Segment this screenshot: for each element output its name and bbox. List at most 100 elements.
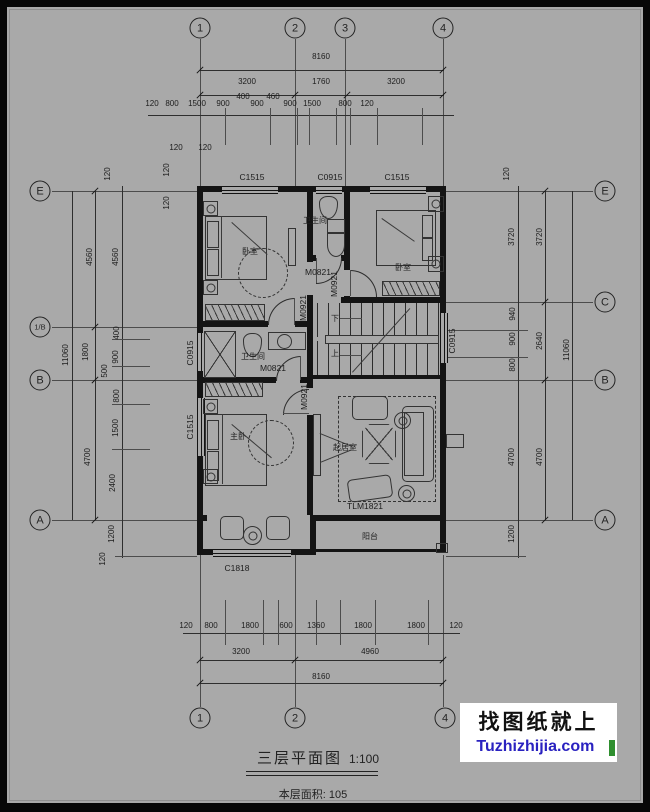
dimension-label: 120 bbox=[98, 552, 107, 566]
dimension-label: 4560 bbox=[111, 248, 120, 266]
dimension-label: 900 bbox=[283, 99, 297, 108]
shower bbox=[204, 331, 236, 378]
toilet bbox=[319, 196, 338, 219]
tv-cabinet bbox=[313, 414, 321, 476]
door-leaf bbox=[350, 270, 351, 296]
ext-line bbox=[309, 108, 310, 145]
grid-line-col4-top bbox=[443, 39, 444, 186]
sliding-door-TLM1821 bbox=[374, 519, 426, 521]
dimension-label: 3200 bbox=[232, 647, 250, 656]
dimension-label: 3720 bbox=[507, 228, 516, 246]
grid-bubble-right-E: E bbox=[594, 180, 616, 202]
dimension-label: 800 bbox=[338, 99, 352, 108]
room-label: 起居室 bbox=[333, 443, 357, 452]
sink-counter bbox=[268, 332, 306, 350]
door-swing bbox=[268, 298, 295, 325]
dresser bbox=[288, 228, 296, 266]
dimension-label: 120 bbox=[169, 143, 183, 152]
dim-line bbox=[572, 191, 573, 520]
dimension-label: 460 bbox=[266, 92, 280, 101]
dimension-label: 800 bbox=[204, 621, 218, 630]
opening-tag: M0921 bbox=[328, 271, 339, 297]
balcony-rail bbox=[310, 549, 446, 552]
dim-line bbox=[148, 115, 454, 116]
opening-tag: C0915 bbox=[317, 171, 343, 182]
drawing-scale: 1:100 bbox=[348, 752, 380, 766]
ext-line bbox=[446, 357, 528, 358]
nightstand bbox=[203, 280, 218, 295]
stair-flight-upper bbox=[317, 303, 441, 337]
pillow bbox=[207, 249, 219, 276]
opening-tag: C0915 bbox=[184, 340, 195, 366]
ext-line bbox=[336, 108, 337, 145]
grid-bubble-left-1/B: 1/B bbox=[29, 316, 51, 338]
window-C1515 bbox=[222, 186, 278, 194]
dimension-label: 800 bbox=[112, 389, 121, 403]
balcony-drain bbox=[436, 543, 448, 553]
dimension-label: 3200 bbox=[238, 77, 256, 86]
wall-row1B bbox=[197, 321, 268, 327]
dimension-label: 1500 bbox=[303, 99, 321, 108]
dimension-label: 11060 bbox=[562, 339, 571, 361]
watermark-slogan: 找图纸就上 bbox=[478, 711, 599, 734]
balcony-wall-right bbox=[440, 521, 446, 549]
room-label: 卫生间 bbox=[303, 216, 327, 225]
dimension-label: 4700 bbox=[507, 448, 516, 466]
opening-tag: M0921 bbox=[297, 295, 308, 321]
dimension-label: 940 bbox=[508, 307, 517, 321]
armchair bbox=[352, 396, 388, 420]
bed-line bbox=[221, 216, 222, 278]
room-label: 卧室 bbox=[242, 247, 258, 256]
grid-bubble-top-4: 4 bbox=[432, 17, 454, 39]
pillow bbox=[207, 451, 219, 481]
dimension-label: 1800 bbox=[241, 621, 259, 630]
ext-line bbox=[112, 449, 150, 450]
dim-line bbox=[200, 70, 444, 71]
grid-line-col1-top bbox=[200, 39, 201, 186]
washbasin bbox=[327, 233, 345, 257]
watermark-green-mark bbox=[609, 740, 615, 756]
room-label: 卧室 bbox=[395, 263, 411, 272]
sofa bbox=[402, 406, 434, 482]
grid-line-col4-bottom bbox=[443, 555, 444, 707]
grid-bubble-top-2: 2 bbox=[284, 17, 306, 39]
grid-bubble-left-E: E bbox=[29, 180, 51, 202]
dimension-label: 120 bbox=[360, 99, 374, 108]
grid-line-rowA-right bbox=[446, 520, 593, 521]
dimension-label: 900 bbox=[111, 350, 120, 364]
stair-flight-lower bbox=[317, 341, 441, 375]
ext-line bbox=[422, 108, 423, 145]
dimension-label: 1800 bbox=[407, 621, 425, 630]
dimension-label: 500 bbox=[100, 364, 109, 378]
nightstand bbox=[428, 256, 444, 272]
grid-bubble-right-B: B bbox=[594, 369, 616, 391]
wall-interior bbox=[307, 415, 313, 515]
dimension-label: 400 bbox=[236, 92, 250, 101]
window-C1515 bbox=[197, 398, 205, 456]
grid-line-col2-bottom bbox=[295, 555, 296, 707]
dimension-label: 600 bbox=[279, 621, 293, 630]
grid-line-rowE-right bbox=[446, 191, 593, 192]
ext-line bbox=[297, 108, 298, 145]
opening-tag: C1515 bbox=[184, 414, 195, 440]
plant-stand bbox=[394, 412, 411, 429]
bed bbox=[376, 210, 436, 266]
title-underline bbox=[246, 771, 378, 772]
ext-line bbox=[377, 108, 378, 145]
living-rug bbox=[338, 396, 436, 502]
dimension-label: 1800 bbox=[354, 621, 372, 630]
wall-interior bbox=[307, 192, 313, 262]
dimension-label: 1360 bbox=[307, 621, 325, 630]
round-rug bbox=[238, 248, 288, 298]
dimension-label: 1200 bbox=[107, 525, 116, 543]
watermark-box: 找图纸就上 Tuzhizhijia.com bbox=[460, 703, 617, 762]
dim-line bbox=[200, 660, 444, 661]
window-C1818 bbox=[213, 549, 291, 557]
ext-line bbox=[446, 330, 528, 331]
opening-tag: M0921 bbox=[298, 384, 309, 410]
dim-line bbox=[200, 95, 444, 96]
armchair bbox=[220, 516, 244, 540]
ext-line bbox=[225, 600, 226, 645]
grid-line-rowA-left bbox=[52, 520, 197, 521]
